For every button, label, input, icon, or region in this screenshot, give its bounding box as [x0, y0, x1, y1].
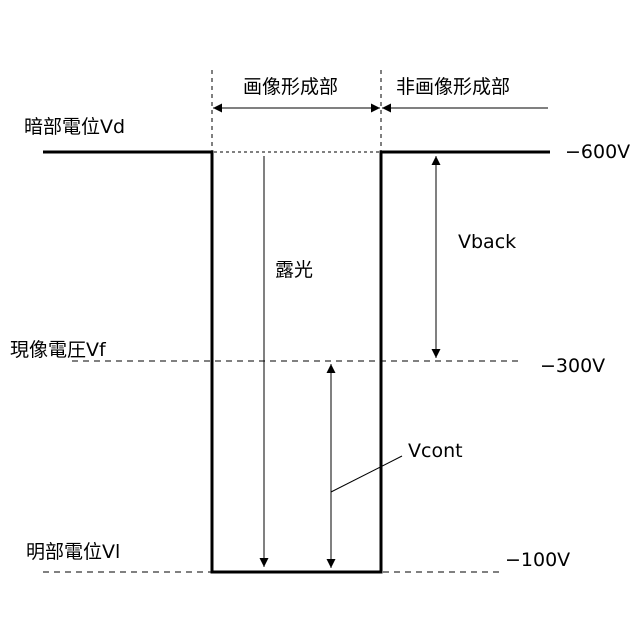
dark-potential-label: 暗部電位Vd	[24, 118, 125, 137]
development-voltage-label: 現像電圧Vf	[10, 341, 106, 360]
region-label-non-image-forming: 非画像形成部	[396, 78, 510, 97]
potential-profile	[43, 152, 550, 572]
exposure-label: 露光	[275, 261, 313, 280]
light-potential-label: 明部電位Vl	[26, 543, 120, 562]
dark-potential-value: −600V	[565, 143, 630, 162]
vcont-leader	[331, 456, 402, 492]
vback-label: Vback	[458, 233, 516, 252]
development-voltage-value: −300V	[540, 357, 605, 376]
light-potential-value: −100V	[505, 551, 570, 570]
vcont-label: Vcont	[408, 442, 463, 461]
region-label-image-forming: 画像形成部	[243, 78, 338, 97]
